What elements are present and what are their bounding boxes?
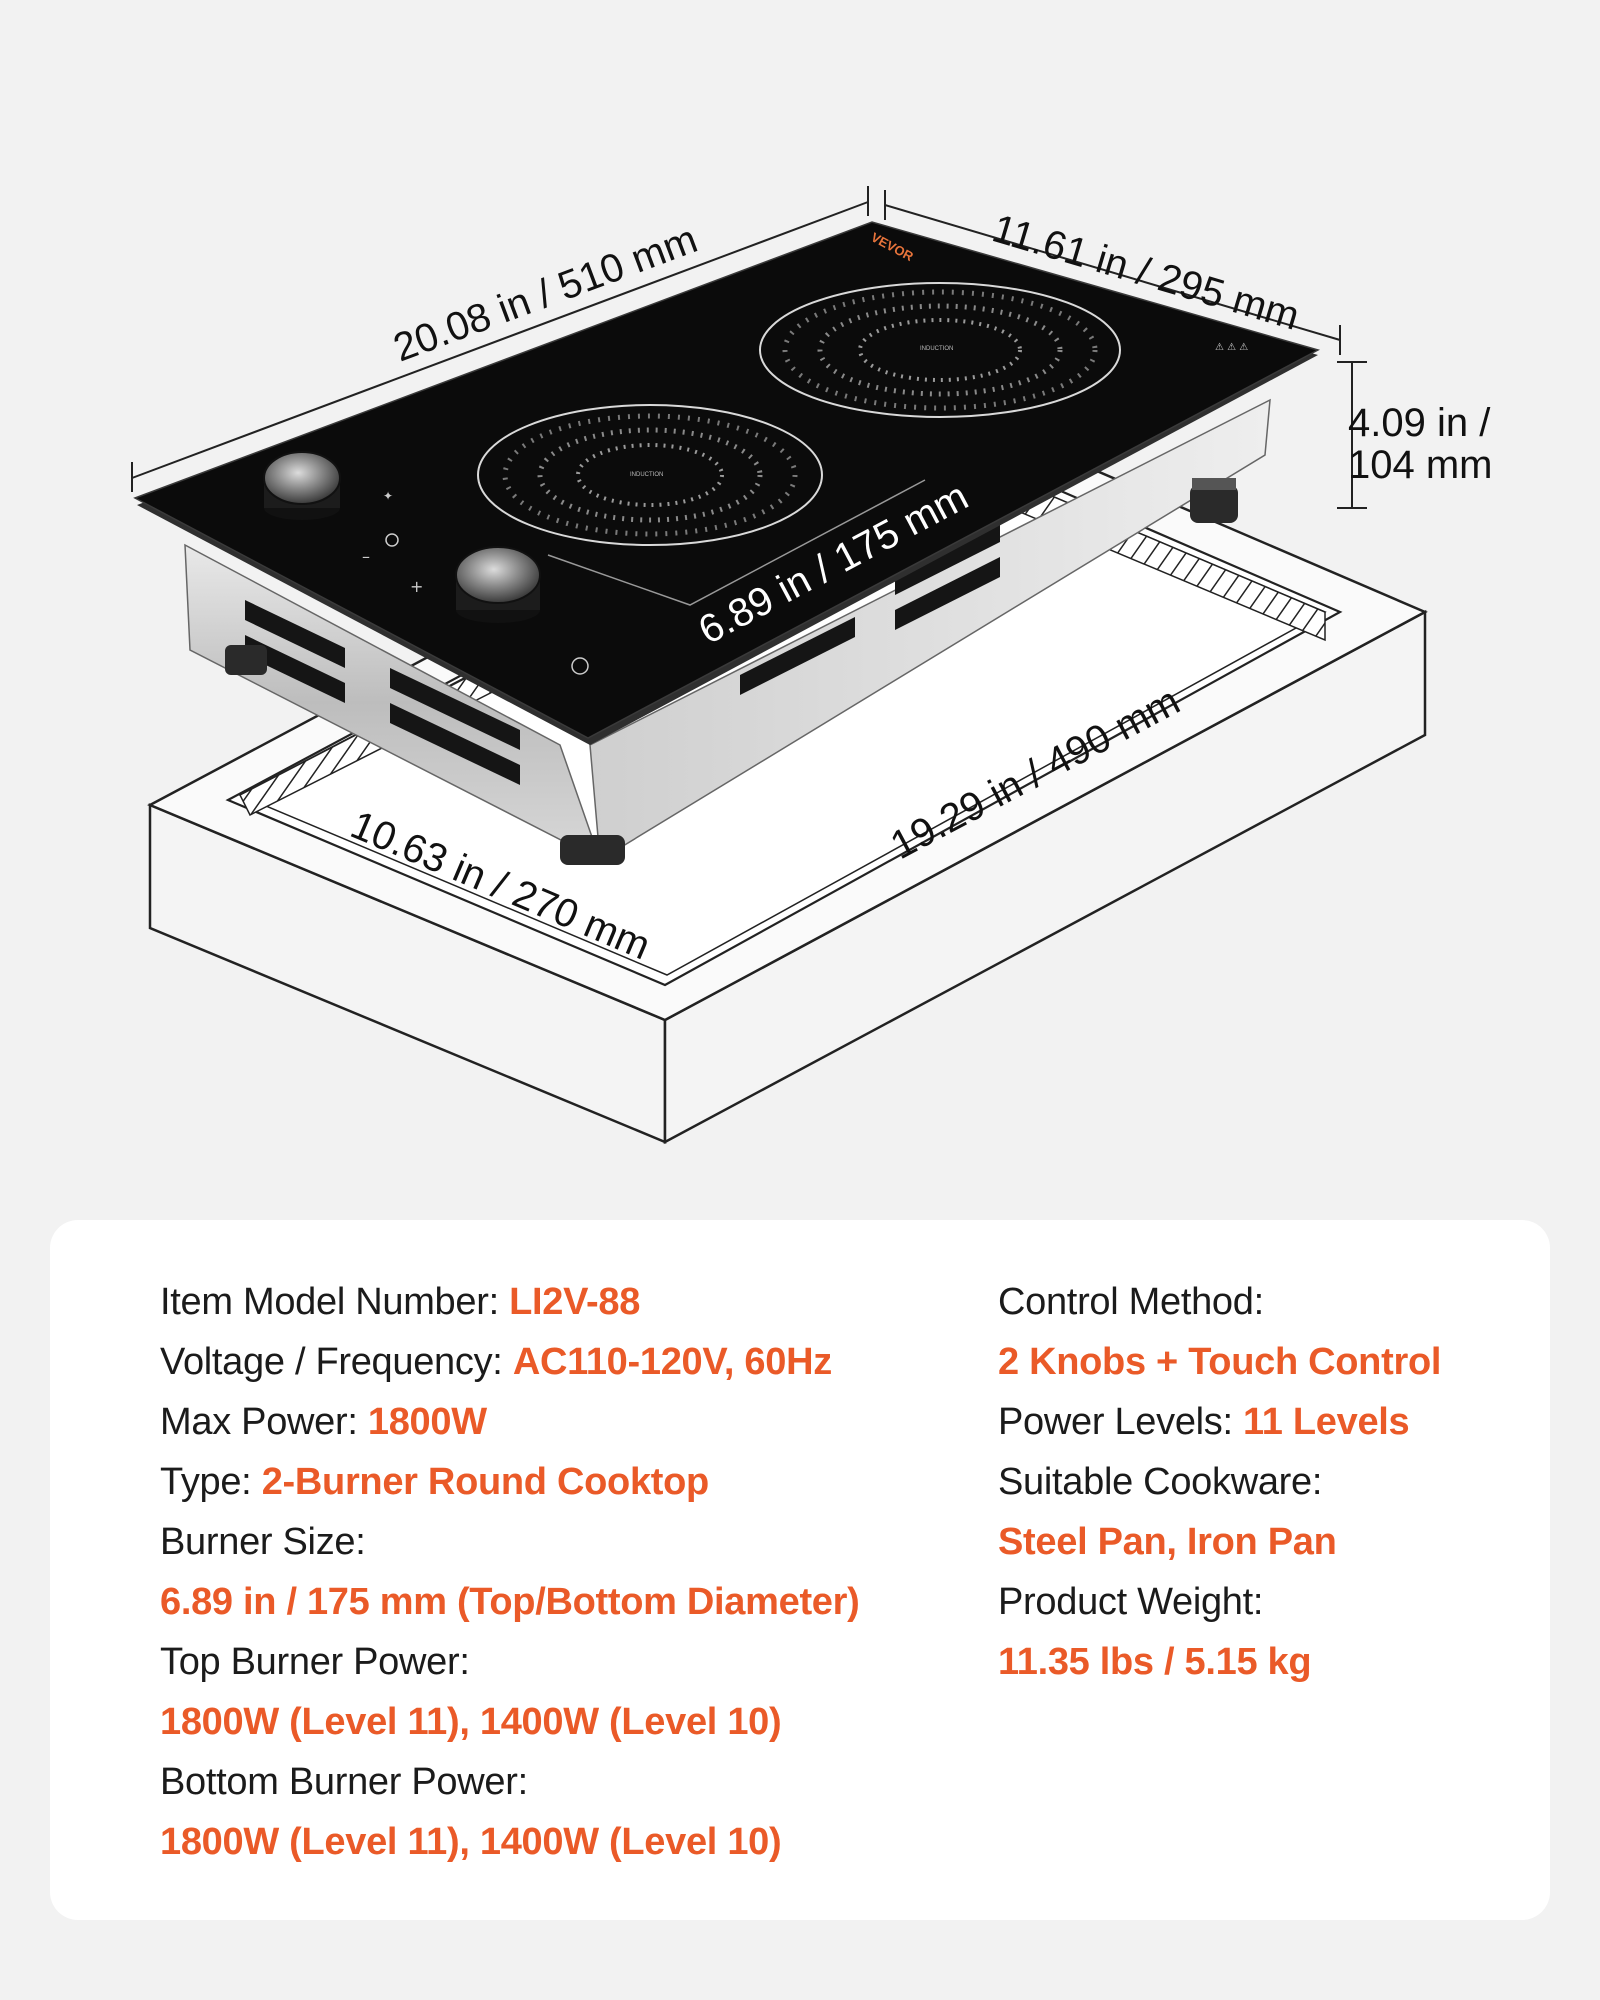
spec-line: Bottom Burner Power: [160, 1761, 528, 1803]
spec-line: Type: 2-Burner Round Cooktop [160, 1461, 709, 1503]
burner-zone-bottom: INDUCTION [477, 404, 823, 546]
spec-card: Item Model Number: LI2V-88 Voltage / Fre… [50, 1220, 1550, 1920]
svg-text:INDUCTION: INDUCTION [920, 346, 953, 352]
svg-text:+: + [410, 577, 423, 596]
spec-line: 11.35 lbs / 5.15 kg [998, 1641, 1312, 1683]
product-dimension-illustration: VEVOR INDUCTION INDUCTION [131, 186, 1493, 1145]
spec-line: Item Model Number: LI2V-88 [160, 1281, 641, 1323]
timer-icon[interactable] [385, 533, 399, 547]
spec-line: Product Weight: [998, 1581, 1264, 1623]
spec-line: Steel Pan, Iron Pan [998, 1521, 1337, 1563]
spec-line: Suitable Cookware: [998, 1461, 1323, 1503]
spec-line: Control Method: [998, 1281, 1264, 1323]
spec-line: Top Burner Power: [160, 1641, 470, 1683]
svg-text:INDUCTION: INDUCTION [630, 472, 663, 478]
spec-line: Power Levels: 11 Levels [998, 1401, 1410, 1443]
cooktop-body: VEVOR INDUCTION INDUCTION [133, 221, 1320, 865]
spec-line: Max Power: 1800W [160, 1401, 487, 1443]
spec-line: 1800W (Level 11), 1400W (Level 10) [160, 1701, 782, 1743]
spec-line: Burner Size: [160, 1521, 366, 1563]
spec-column-right: Control Method: 2 Knobs + Touch Control … [998, 1272, 1518, 1692]
spec-line: 2 Knobs + Touch Control [998, 1341, 1442, 1383]
warning-icon: ⚠ ⚠ ⚠ [1215, 342, 1248, 353]
spec-line: 6.89 in / 175 mm (Top/Bottom Diameter) [160, 1581, 860, 1623]
power-icon[interactable] [571, 657, 589, 675]
burner-zone-top: INDUCTION [759, 282, 1121, 418]
spec-line: 1800W (Level 11), 1400W (Level 10) [160, 1821, 782, 1863]
svg-text:–: – [362, 547, 370, 566]
dimension-height-label-line2: 104 mm [1348, 443, 1493, 487]
cooktop-feet [225, 478, 1238, 865]
lock-icon[interactable]: ✦ [383, 489, 393, 503]
knob-icon[interactable] [455, 546, 541, 623]
dimension-lines [131, 186, 1367, 606]
dimension-height-label-line1: 4.09 in / [1348, 401, 1491, 445]
spec-line: Voltage / Frequency: AC110-120V, 60Hz [160, 1341, 832, 1383]
knob-icon[interactable] [263, 451, 341, 520]
spec-column-left: Item Model Number: LI2V-88 Voltage / Fre… [160, 1272, 920, 1872]
